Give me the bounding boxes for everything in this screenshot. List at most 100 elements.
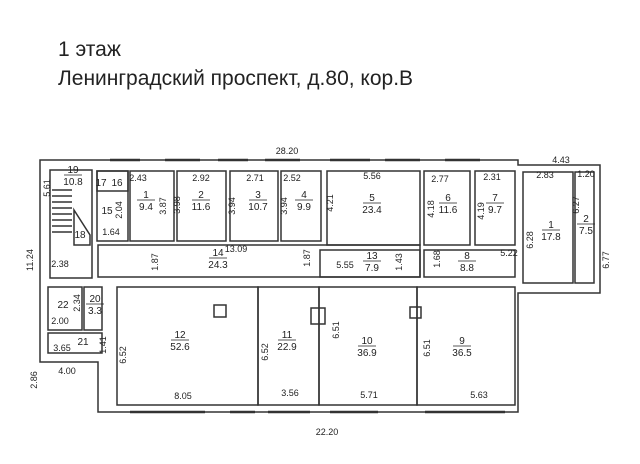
walls xyxy=(39,159,601,413)
dimension-label: 1.41 xyxy=(98,336,108,354)
room-area: 10.8 xyxy=(63,177,83,188)
room-number: 20 xyxy=(89,294,101,305)
dimension-label: 2.31 xyxy=(483,172,501,182)
dimension-label: 3.87 xyxy=(158,197,168,215)
dimension-label: 4.18 xyxy=(426,200,436,218)
dimension-label: 6.77 xyxy=(601,251,611,269)
room-number: 8 xyxy=(464,251,470,262)
room-13: 137.9 xyxy=(363,251,381,274)
dimension-label: 5.63 xyxy=(470,390,488,400)
room-number: 21 xyxy=(77,337,89,348)
room-number: 12 xyxy=(174,330,186,341)
room-number: 5 xyxy=(369,193,375,204)
dimension-label: 2.92 xyxy=(192,173,210,183)
room-number: 9 xyxy=(459,336,465,347)
room-number: 22 xyxy=(57,300,69,311)
dimension-label: 4.00 xyxy=(58,366,76,376)
room-area: 22.9 xyxy=(277,342,297,353)
room-20: 203.3 xyxy=(86,294,104,317)
room-area: 3.3 xyxy=(88,306,102,317)
room-9: 936.5 xyxy=(452,336,472,359)
room-area: 9.9 xyxy=(297,202,311,213)
room-area: 52.6 xyxy=(170,342,190,353)
dimension-label: 1.64 xyxy=(102,227,120,237)
room-3: 310.7 xyxy=(248,190,268,213)
dimension-label: 2.38 xyxy=(51,259,69,269)
dimension-label: 1.87 xyxy=(150,253,160,271)
dimension-label: 22.20 xyxy=(316,427,339,437)
room-number: 14 xyxy=(212,248,224,259)
dimension-label: 4.43 xyxy=(552,155,570,165)
room-17: 17 xyxy=(95,178,107,189)
dimension-label: 6.51 xyxy=(331,321,341,339)
dimension-label: 3.65 xyxy=(53,343,71,353)
room-15: 15 xyxy=(101,206,113,217)
room-area: 7.5 xyxy=(579,226,593,237)
room-5: 523.4 xyxy=(362,193,382,216)
dimension-label: 4.19 xyxy=(476,202,486,220)
room-16: 16 xyxy=(111,178,123,189)
room-area: 24.3 xyxy=(208,260,228,271)
dimension-label: 2.43 xyxy=(129,173,147,183)
dimension-label: 6.51 xyxy=(422,339,432,357)
dimension-label: 2.04 xyxy=(114,201,124,219)
room-area: 17.8 xyxy=(541,232,561,243)
room-number: 1 xyxy=(548,220,554,231)
room-area: 23.4 xyxy=(362,205,382,216)
room-7: 79.7 xyxy=(486,193,504,216)
address-title: Ленинградский проспект, д.80, кор.В xyxy=(58,67,414,90)
dimension-label: 28.20 xyxy=(276,146,299,156)
room-number: 10 xyxy=(361,336,373,347)
room-6: 611.6 xyxy=(439,193,458,216)
dimension-label: 11.24 xyxy=(25,249,35,271)
dimension-label: 2.83 xyxy=(536,170,554,180)
dimension-label: 8.05 xyxy=(174,391,192,401)
room-number: 2 xyxy=(198,190,204,201)
room-21: 21 xyxy=(77,337,89,348)
room-4: 49.9 xyxy=(295,190,313,213)
dimension-label: 6.52 xyxy=(118,346,128,364)
dimension-label: 13.09 xyxy=(225,244,248,254)
room-number: 3 xyxy=(255,190,261,201)
room-area: 7.9 xyxy=(365,263,379,274)
dimension-label: 6.27 xyxy=(571,196,581,214)
room-2: 211.6 xyxy=(192,190,211,213)
dimension-label: 2.00 xyxy=(51,316,69,326)
floor-title: 1 этаж xyxy=(58,38,121,61)
room-number: 15 xyxy=(101,206,113,217)
room-22: 22 xyxy=(57,300,69,311)
room-number: 1 xyxy=(143,190,149,201)
dimension-label: 3.56 xyxy=(281,388,299,398)
room-area: 36.5 xyxy=(452,348,472,359)
room-number: 16 xyxy=(111,178,123,189)
dimension-label: 5.61 xyxy=(42,179,52,197)
dimension-label: 2.71 xyxy=(246,173,264,183)
dimension-label: 2.34 xyxy=(72,294,82,312)
room-number: 4 xyxy=(301,190,307,201)
dimension-label: 1.20 xyxy=(577,169,595,179)
dimension-label: 2.52 xyxy=(283,173,301,183)
room-area: 11.6 xyxy=(439,205,458,216)
dimension-label: 5.22 xyxy=(500,248,518,258)
room-1: 117.8 xyxy=(541,220,561,243)
dimension-label: 2.86 xyxy=(29,371,39,389)
room-number: 17 xyxy=(95,178,107,189)
room-1: 19.4 xyxy=(137,190,155,213)
dimension-label: 6.52 xyxy=(260,343,270,361)
dimension-label: 2.77 xyxy=(431,174,449,184)
dimension-label: 3.94 xyxy=(279,197,289,215)
room-area: 8.8 xyxy=(460,263,474,274)
room-area: 9.4 xyxy=(139,202,153,213)
dimension-label: 4.21 xyxy=(325,194,335,212)
room-number: 18 xyxy=(74,230,86,241)
dimension-label: 3.94 xyxy=(227,197,237,215)
room-number: 19 xyxy=(67,165,79,176)
room-area: 11.6 xyxy=(192,202,211,213)
